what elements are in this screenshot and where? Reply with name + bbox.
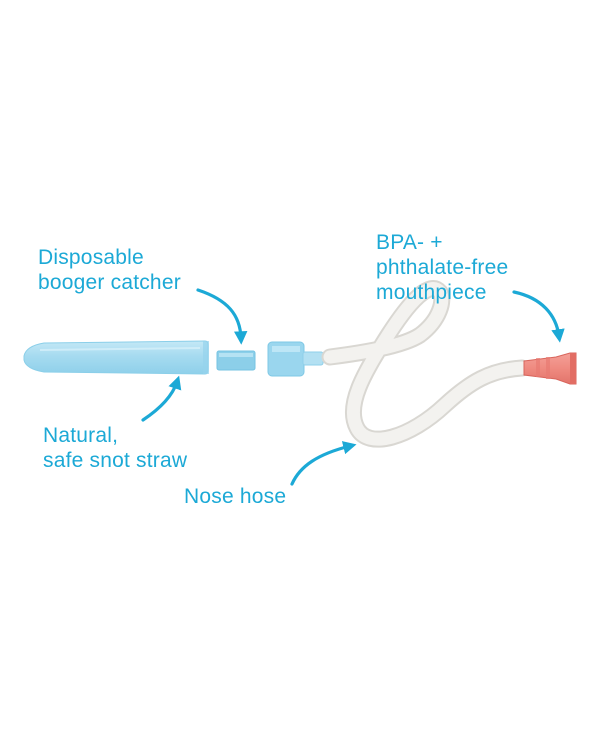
label-line: phthalate-free — [376, 256, 509, 279]
label-line: safe snot straw — [43, 449, 188, 472]
mouthpiece-label: BPA- + phthalate-free mouthpiece — [376, 230, 508, 305]
curved-arrow-icon — [141, 375, 182, 422]
nose-hose — [321, 280, 531, 448]
curved-arrow-icon — [512, 290, 565, 343]
label-line: BPA- + — [376, 231, 443, 254]
label-line: Nose hose — [184, 485, 287, 508]
curved-arrow-icon — [290, 441, 357, 486]
snot-straw-label: Natural, safe snot straw — [43, 423, 187, 473]
label-line: mouthpiece — [376, 281, 487, 304]
snot-straw — [23, 340, 209, 375]
booger-catcher-label: Disposable booger catcher — [38, 245, 181, 295]
label-line: Disposable — [38, 246, 144, 269]
straw-connector — [267, 341, 324, 377]
label-line: Natural, — [43, 424, 119, 447]
mouthpiece — [523, 352, 577, 385]
booger-catcher — [216, 350, 256, 371]
nose-hose-label: Nose hose — [184, 484, 286, 509]
label-line: booger catcher — [38, 271, 181, 294]
curved-arrow-icon — [196, 288, 248, 345]
